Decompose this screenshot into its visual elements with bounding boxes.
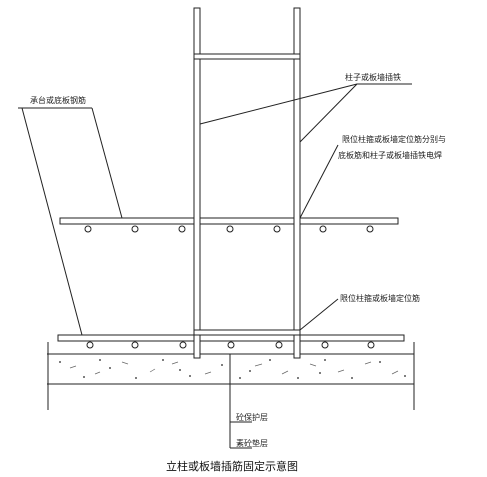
label-column-dowel: 柱子或板墙插铁 [345, 72, 401, 82]
limit-ties [193, 53, 301, 336]
column-dowels [193, 7, 301, 359]
label-bearing-rebar: 承台或底板钢筋 [30, 95, 86, 105]
label-cushion-layer: 素砼垫层 [236, 438, 268, 448]
label-limit-hoop-lower: 限位柱箍或板墙定位筋 [340, 293, 420, 303]
leader-lines [18, 83, 412, 449]
label-limit-hoop-line2: 底板筋和柱子或板墙插铁电焊 [338, 150, 442, 160]
label-limit-hoop-line1: 限位柱箍或板墙定位筋分别与 [342, 134, 446, 144]
bottom-rebar-bar [57, 334, 405, 349]
label-protective-layer: 砼保护层 [236, 412, 268, 422]
middle-rebar-bar [59, 217, 399, 233]
diagram-caption: 立柱或板墙插筋固定示意图 [166, 459, 298, 473]
